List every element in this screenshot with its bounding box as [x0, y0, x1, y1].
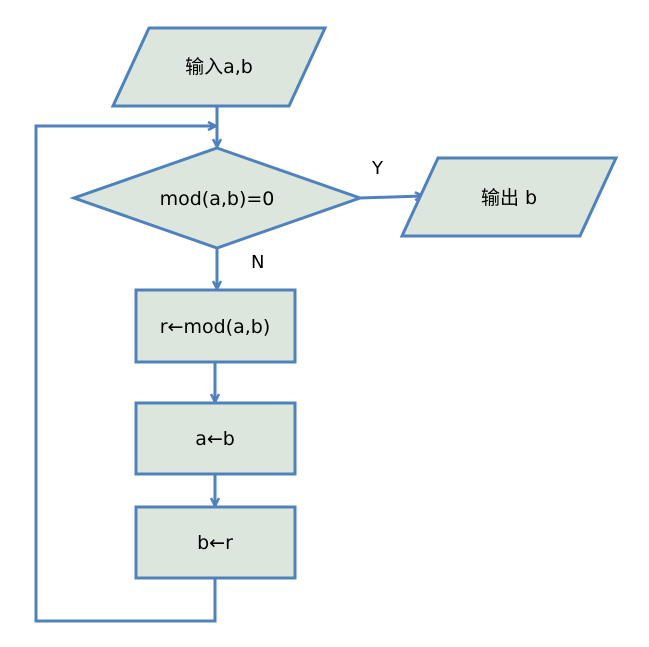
- node-assign-a-label: a←b: [195, 428, 235, 450]
- edge-decision-to-output: [359, 196, 422, 198]
- node-assign-a: a←b: [134, 401, 297, 476]
- edge-loop-back-to-decision: [34, 126, 215, 623]
- edge-label-no: N: [251, 252, 264, 273]
- edge-label-yes: Y: [371, 158, 384, 179]
- node-output: 输出 b: [399, 156, 619, 238]
- node-assign-b-shape: [134, 505, 297, 580]
- node-input: 输入a,b: [110, 26, 328, 108]
- node-input-shape: [110, 26, 328, 108]
- node-decision-label: mod(a,b)=0: [160, 188, 275, 210]
- node-input-label: 输入a,b: [185, 56, 253, 78]
- node-assign-r: r←mod(a,b): [134, 288, 297, 364]
- node-assign-r-label: r←mod(a,b): [160, 316, 271, 338]
- node-assign-a-shape: [134, 401, 297, 476]
- node-output-label: 输出 b: [481, 187, 537, 209]
- node-decision: mod(a,b)=0: [69, 146, 365, 250]
- node-assign-b-label: b←r: [197, 532, 233, 554]
- node-decision-shape: [69, 146, 365, 250]
- node-assign-r-shape: [134, 288, 297, 364]
- node-output-shape: [399, 156, 619, 238]
- node-assign-b: b←r: [134, 505, 297, 580]
